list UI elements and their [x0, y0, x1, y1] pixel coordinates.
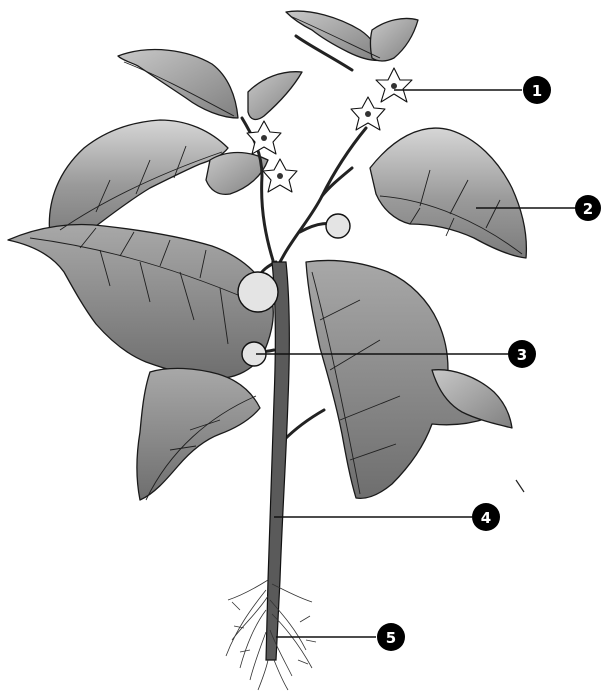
fruit-right — [326, 214, 350, 238]
leaf-upper-left — [118, 50, 238, 118]
flower-left-lower — [263, 159, 297, 192]
callout-label-1: 1 — [532, 82, 542, 100]
leaf-upper-mid — [248, 72, 302, 120]
stray-mark — [516, 480, 524, 492]
callout-marker-1: 1 — [523, 76, 551, 104]
flower-top-right — [376, 68, 412, 102]
leaf-left-main — [8, 225, 273, 379]
callout-marker-4: 4 — [472, 503, 500, 531]
leaf-top-right-2 — [371, 18, 419, 61]
flower-left-upper — [247, 121, 281, 154]
callout-label-2: 2 — [583, 200, 593, 218]
fruit-upper — [238, 272, 278, 312]
leaf-right-upper — [370, 128, 526, 258]
leaf-left-lower — [137, 368, 260, 500]
callout-label-3: 3 — [517, 346, 527, 364]
callout-label-4: 4 — [481, 509, 491, 527]
leaves — [8, 11, 526, 500]
callout-label-5: 5 — [386, 629, 396, 647]
callout-marker-5: 5 — [377, 623, 405, 651]
flower-right-lower — [351, 97, 385, 130]
callout-marker-3: 3 — [508, 340, 536, 368]
callout-marker-2: 2 — [575, 195, 601, 221]
